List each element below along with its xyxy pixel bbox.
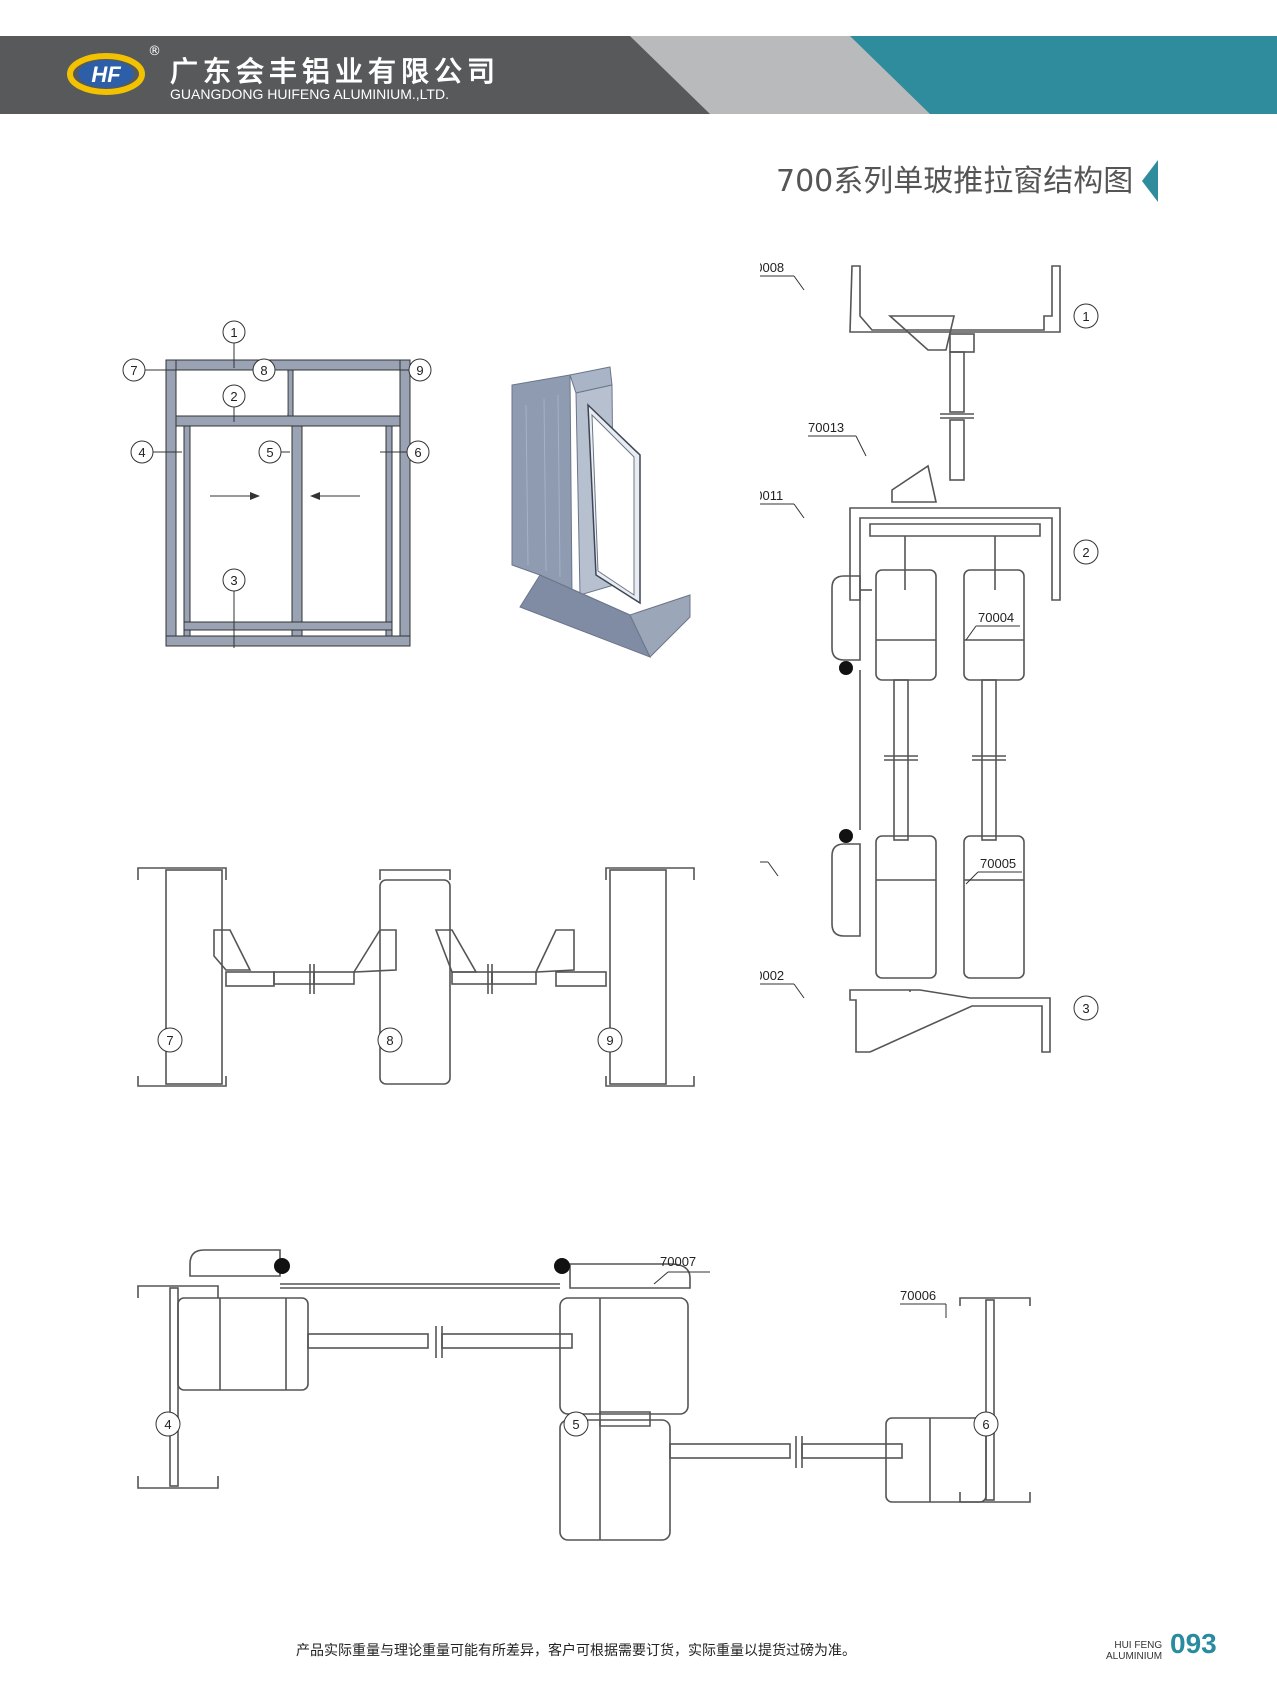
sash-horizontal-section: 70003 70007 70006 4 5 6 bbox=[137, 1249, 1031, 1541]
brand-line-1: HUI FENG bbox=[1114, 1640, 1163, 1651]
marker-6: 6 bbox=[414, 445, 421, 460]
page-title: 700系列单玻推拉窗结构图 bbox=[776, 164, 1134, 199]
top-transom-section: 70012 70009 7 8 9 bbox=[137, 867, 695, 1087]
marker-7: 7 bbox=[130, 363, 137, 378]
marker-4: 4 bbox=[138, 445, 145, 460]
section-marker-4: 4 bbox=[164, 1417, 171, 1432]
registered-mark: ® bbox=[148, 44, 161, 59]
code-70002: 70002 bbox=[760, 968, 784, 983]
marker-8: 8 bbox=[260, 363, 267, 378]
code-70004: 70004 bbox=[978, 610, 1014, 625]
marker-2: 2 bbox=[230, 389, 237, 404]
code-70005: 70005 bbox=[980, 856, 1016, 871]
marker-3: 3 bbox=[230, 573, 237, 588]
section-marker-8: 8 bbox=[386, 1033, 393, 1048]
section-marker-6: 6 bbox=[982, 1417, 989, 1432]
footer-brand: HUI FENG ALUMINIUM bbox=[1106, 1640, 1162, 1662]
company-name-cn: 广东会丰铝业有限公司 bbox=[170, 55, 501, 88]
title-arrow-icon bbox=[1142, 160, 1158, 202]
svg-text:HF: HF bbox=[91, 62, 121, 87]
code-70013: 70013 bbox=[808, 420, 844, 435]
section-marker-3: 3 bbox=[1082, 1001, 1089, 1016]
corner-3d-render bbox=[511, 366, 691, 658]
header-background bbox=[0, 36, 1277, 114]
section-marker-1: 1 bbox=[1082, 309, 1089, 324]
code-70007: 70007 bbox=[660, 1254, 696, 1269]
code-70006: 70006 bbox=[900, 1288, 936, 1303]
footer-note: 产品实际重量与理论重量可能有所差异，客户可根据需要订货，实际重量以提货过磅为准。 bbox=[296, 1643, 856, 1659]
code-70011: 70011 bbox=[760, 488, 783, 503]
company-logo: HF bbox=[66, 44, 146, 104]
section-marker-7: 7 bbox=[166, 1033, 173, 1048]
page-number: 093 bbox=[1170, 1628, 1217, 1659]
marker-5: 5 bbox=[266, 445, 273, 460]
brand-line-2: ALUMINIUM bbox=[1106, 1651, 1163, 1662]
marker-9: 9 bbox=[416, 363, 423, 378]
header-banner bbox=[0, 36, 1277, 114]
window-elevation: 1 2 3 4 5 6 7 8 9 bbox=[122, 320, 432, 648]
section-marker-9: 9 bbox=[606, 1033, 613, 1048]
code-70008: 70008 bbox=[760, 260, 784, 275]
section-marker-5: 5 bbox=[572, 1417, 579, 1432]
marker-1: 1 bbox=[230, 325, 237, 340]
company-name-en: GUANGDONG HUIFENG ALUMINIUM.,LTD. bbox=[170, 86, 449, 102]
vertical-section-drawing: 70008 70013 70011 70004 70015 70005 7000… bbox=[760, 260, 1099, 1053]
section-marker-2: 2 bbox=[1082, 545, 1089, 560]
